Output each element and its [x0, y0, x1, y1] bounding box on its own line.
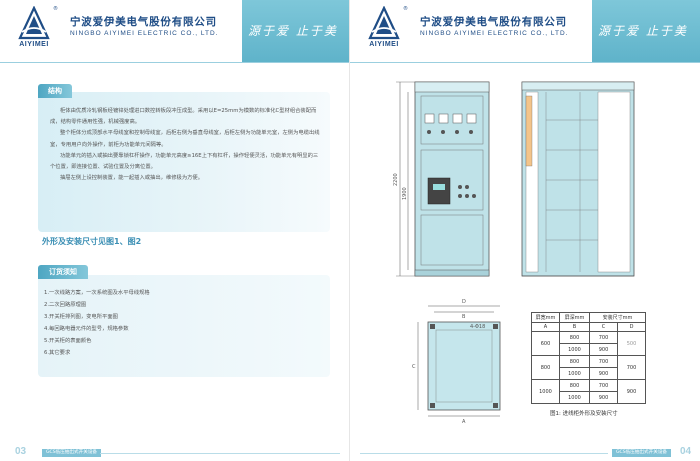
order-item: 5.开关柜的表面颜色 — [44, 338, 92, 344]
company-name-cn: 宁波爱伊美电气股份有限公司 — [70, 16, 217, 28]
table-header: 安装尺寸mm — [589, 312, 646, 323]
table-cell: 800 — [559, 355, 590, 368]
table-letter: D — [617, 322, 646, 332]
table-cell: 1000 — [559, 367, 590, 380]
table-letter: B — [559, 322, 590, 332]
table-cell: 700 — [617, 355, 646, 380]
footer-tag: GCS低压抽出式开关设备 — [42, 449, 102, 457]
table-cell: 900 — [589, 343, 618, 356]
aiyimei-logo-icon — [368, 6, 400, 40]
hole-label: 4-Φ18 — [470, 324, 485, 330]
dim-label: A — [462, 419, 466, 425]
right-header: ® AIYIMEI 宁波爱伊美电气股份有限公司 NINGBO AIYIMEI E… — [350, 0, 700, 63]
right-page: ® AIYIMEI 宁波爱伊美电气股份有限公司 NINGBO AIYIMEI E… — [350, 0, 700, 461]
company-name-en: NINGBO AIYIMEI ELECTRIC CO., LTD. — [420, 30, 569, 37]
company-name-cn: 宁波爱伊美电气股份有限公司 — [420, 16, 567, 28]
table-letter: C — [589, 322, 618, 332]
footer-rule — [360, 453, 608, 454]
page-number: 03 — [15, 446, 27, 457]
left-page: ® AIYIMEI 宁波爱伊美电气股份有限公司 NINGBO AIYIMEI E… — [0, 0, 350, 457]
table-cell: 900 — [589, 391, 618, 404]
table-letter: A — [531, 322, 560, 332]
slogan-banner: 源于爱 止于美 — [242, 0, 350, 62]
aiyimei-logo-icon — [18, 6, 50, 40]
side-view — [521, 81, 635, 277]
table-cell: 700 — [589, 379, 618, 392]
brand-name: AIYIMEI — [369, 41, 399, 48]
table-cell: 900 — [617, 379, 646, 404]
table-header: 屏宽mm — [531, 312, 560, 323]
table-cell: 1000 — [531, 379, 560, 404]
structure-paragraph: 整个柜体分成顶部水平母线室和控制母线室，后柜右侧为垂直母线室，后柜左侧为功能单元… — [50, 130, 320, 148]
brand-name: AIYIMEI — [19, 41, 49, 48]
figure-caption: 图1: 进线柜外形及安装尺寸 — [550, 411, 618, 417]
registered-mark: ® — [403, 6, 408, 12]
dim-label: C — [412, 364, 416, 370]
table-cell: 800 — [559, 331, 590, 344]
structure-paragraph: 抽屉左侧上设控制装置，能一起插入或抽出，维修极为方便。 — [60, 175, 204, 182]
dim-inner-height: 1900 — [402, 187, 408, 200]
table-cell: 500 — [617, 331, 646, 356]
table-cell: 1000 — [559, 343, 590, 356]
table-cell: 800 — [531, 355, 560, 380]
registered-mark: ® — [53, 6, 58, 12]
dim-label: B — [462, 314, 466, 320]
front-view: 2200 1900 — [393, 81, 490, 277]
plan-view: D B 4-Φ18 C A — [412, 299, 501, 425]
dim-label: D — [462, 299, 466, 305]
footer-tag: GCS低压抽出式开关设备 — [612, 449, 672, 457]
header-rule — [350, 62, 700, 63]
structure-paragraph: 柜体由优质冷轧钢板经镀锌处理进口数控转板段冲压成型。采用以E=25mm为模数的标… — [50, 108, 317, 126]
structure-panel — [38, 92, 330, 232]
order-list: 1.一次线路方案，一次系统图及水平母线规格 2.二次回路原理图 3.开关柜排列图… — [44, 287, 150, 359]
table-cell: 900 — [589, 367, 618, 380]
dimension-table: 屏宽mm 屏深mm 安装尺寸mm A B C D 600 800 700 500… — [531, 312, 646, 404]
table-cell: 1000 — [559, 391, 590, 404]
technical-drawing: 2200 1900 D B — [393, 81, 635, 425]
page-number: 04 — [680, 446, 692, 457]
order-item: 3.开关柜排列图，变电所平面图 — [44, 314, 118, 320]
left-header: ® AIYIMEI 宁波爱伊美电气股份有限公司 NINGBO AIYIMEI E… — [0, 0, 350, 63]
dimensions-reference: 外形及安装尺寸见图1、图2 — [42, 237, 142, 246]
slogan-text: 源于爱 止于美 — [248, 24, 338, 38]
order-panel — [38, 275, 330, 377]
slogan-banner: 源于爱 止于美 — [592, 0, 700, 62]
table-cell: 700 — [589, 331, 618, 344]
order-item: 4.每回路电器元件的型号，规格参数 — [44, 326, 129, 332]
dim-total-height: 2200 — [393, 173, 399, 186]
header-rule — [0, 62, 350, 63]
structure-title: 结构 — [48, 87, 62, 95]
company-name-en: NINGBO AIYIMEI ELECTRIC CO., LTD. — [70, 30, 219, 37]
order-tab: 订货须知 — [38, 265, 88, 279]
structure-paragraph: 功能单元的插入或抽出要靠锁杠杆操作，功能单元高度≥16E上下有杠杆，操作轻便灵活… — [50, 152, 319, 171]
order-item: 2.二次回路原理图 — [44, 302, 87, 308]
table-header: 屏深mm — [559, 312, 590, 323]
table-cell: 800 — [559, 379, 590, 392]
order-item: 6.其它要求 — [44, 350, 71, 356]
structure-text: 柜体由优质冷轧钢板经镀锌处理进口数控转板段冲压成型。采用以E=25mm为模数的标… — [50, 106, 322, 184]
table-cell: 600 — [531, 331, 560, 356]
order-title: 订货须知 — [49, 268, 77, 276]
order-item: 1.一次线路方案，一次系统图及水平母线规格 — [44, 290, 150, 296]
footer-rule — [100, 453, 340, 454]
table-cell: 700 — [589, 355, 618, 368]
slogan-text: 源于爱 止于美 — [598, 24, 688, 38]
structure-tab: 结构 — [38, 84, 72, 98]
